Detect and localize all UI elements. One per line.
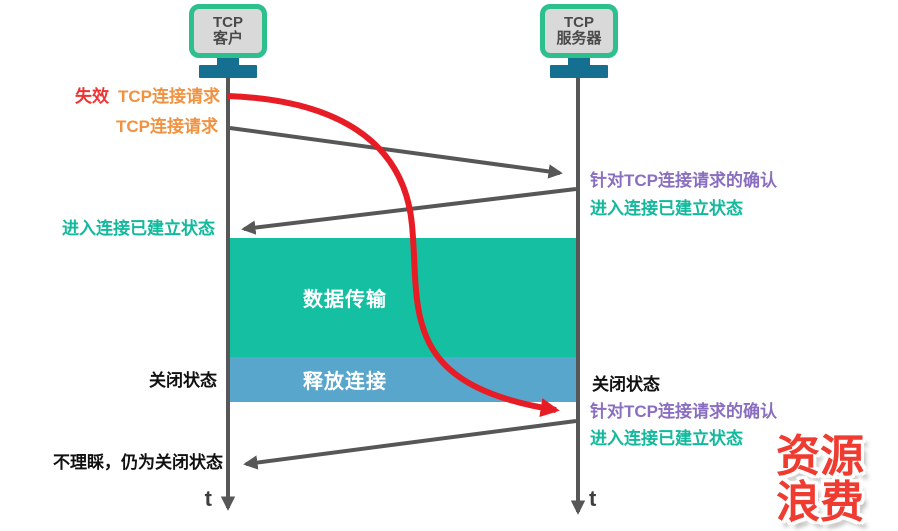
data-transfer-box: 数据传输 [230,238,576,357]
resource-waste-annotation: 资源 浪费 [776,432,864,528]
second-request-label: TCP连接请求 [116,117,218,136]
client-monitor-stand-base [199,65,257,78]
server-ack-top-label: 针对TCP连接请求的确认 [590,171,777,190]
release-connection-label: 释放连接 [303,371,387,393]
release-connection-box: 释放连接 [230,357,576,402]
client-monitor-icon: TCP 客户 [189,4,267,58]
client-closed-label: 关闭状态 [149,371,217,390]
server-established-top-label: 进入连接已建立状态 [590,199,743,218]
expired-request-label-row: 失效 TCP连接请求 [75,87,220,107]
ack-arrow-bottom [243,419,577,470]
connection-request-arrow [229,126,563,179]
invalid-badge: 失效 [75,87,109,106]
server-monitor-stand-base [550,65,608,78]
client-host: TCP 客户 [189,4,267,78]
server-host: TCP 服务器 [540,4,618,78]
server-ack-bottom-label: 针对TCP连接请求的确认 [590,402,777,421]
server-monitor-stand-neck [568,58,590,65]
client-ignore-label: 不理睬，仍为关闭状态 [53,453,223,472]
server-established-bottom-label: 进入连接已建立状态 [590,429,743,448]
server-closed-label: 关闭状态 [592,375,660,394]
expired-request-curved-arrow [227,93,560,418]
server-time-axis-label: t [589,486,597,511]
data-transfer-label: 数据传输 [303,289,387,311]
client-time-axis-label: t [204,486,212,511]
client-monitor-stand-neck [217,58,239,65]
server-monitor-icon: TCP 服务器 [540,4,618,58]
client-established-label: 进入连接已建立状态 [62,219,215,238]
first-request-label: TCP连接请求 [118,87,220,106]
